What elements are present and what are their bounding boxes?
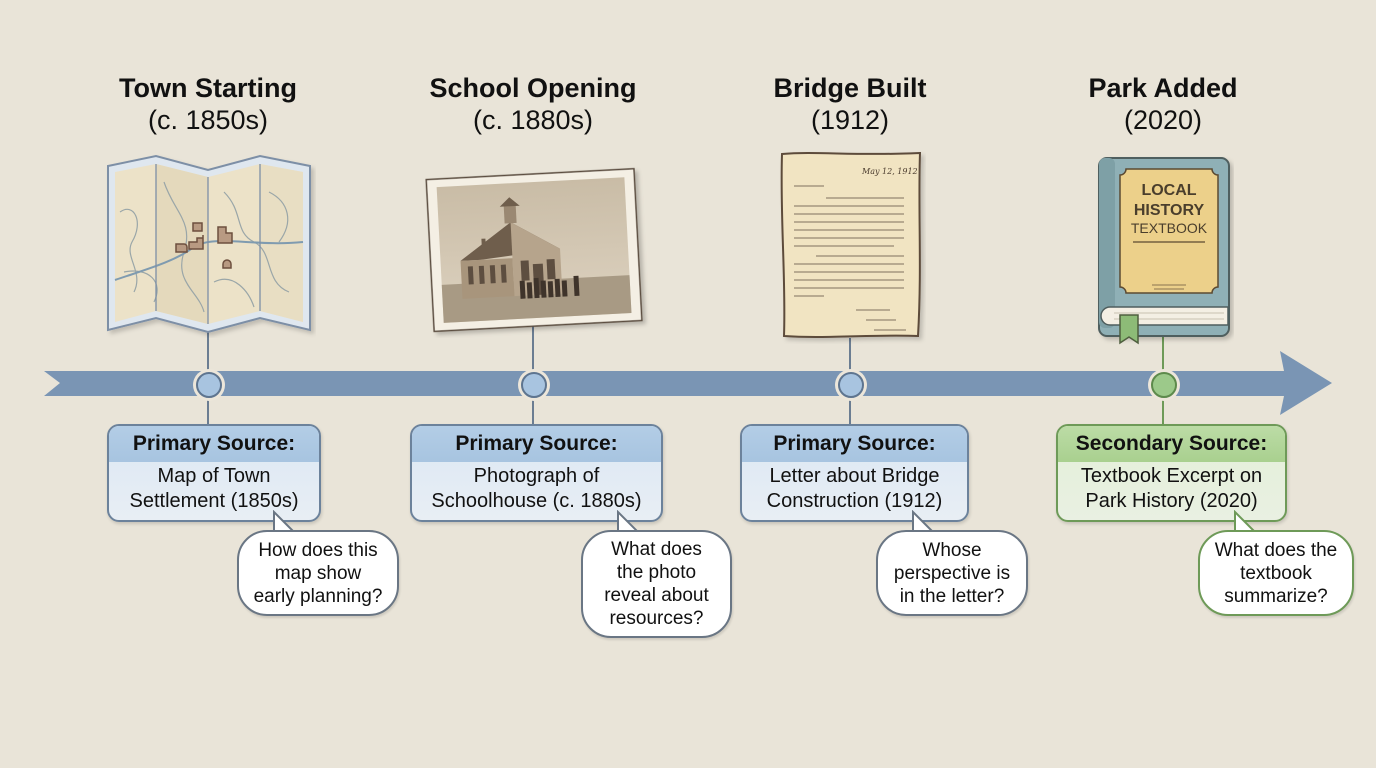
source-type-label: Primary Source: <box>109 426 319 462</box>
question-line: perspective is <box>893 562 1011 584</box>
guiding-question-bubble: What does the photo reveal about resourc… <box>581 530 732 638</box>
textbook-icon: LOCAL HISTORY TEXTBOOK <box>1098 157 1230 345</box>
event-date: (c. 1880s) <box>472 105 594 135</box>
guiding-question-bubble: Whose perspective is in the letter? <box>876 530 1028 616</box>
source-description: Textbook Excerpt on Park History (2020) <box>1058 462 1285 520</box>
source-description-line: Letter about Bridge <box>769 465 940 487</box>
book-title-line: HISTORY <box>1134 202 1205 219</box>
source-type-label: Primary Source: <box>742 426 967 462</box>
guiding-question-bubble: How does this map show early planning? <box>237 530 399 616</box>
question-line: Whose <box>922 539 982 561</box>
source-type-label: Primary Source: <box>412 426 661 462</box>
timeline-node-1912[interactable] <box>838 372 864 398</box>
source-description-line: Photograph of <box>473 465 600 487</box>
event-name: Bridge Built <box>773 73 927 103</box>
source-type-label: Secondary Source: <box>1058 426 1285 462</box>
source-description-line: Schoolhouse (c. 1880s) <box>431 490 642 512</box>
question-line: What does <box>611 539 702 560</box>
source-description-line: Map of Town <box>157 465 271 487</box>
event-date: (1912) <box>810 105 890 135</box>
timeline-node-1880s[interactable] <box>521 372 547 398</box>
event-date: (c. 1850s) <box>147 105 269 135</box>
source-description: Map of Town Settlement (1850s) <box>109 462 319 520</box>
timeline-node-1850s[interactable] <box>196 372 222 398</box>
question-line: in the letter? <box>899 585 1005 607</box>
event-title-park-added: Park Added (2020) <box>1013 72 1313 136</box>
question-line: How does this <box>258 539 378 561</box>
book-title-line: TEXTBOOK <box>1131 220 1208 236</box>
guiding-question-bubble: What does the textbook summarize? <box>1198 530 1354 616</box>
timeline-arrow <box>44 351 1332 415</box>
source-description-line: Settlement (1850s) <box>129 490 299 512</box>
event-name: Town Starting <box>119 73 297 103</box>
question-line: the photo <box>616 562 697 583</box>
source-card-photograph[interactable]: Primary Source: Photograph of Schoolhous… <box>410 424 663 522</box>
event-name: Park Added <box>1088 73 1238 103</box>
question-line: resources? <box>609 608 704 629</box>
folded-map-icon <box>107 154 311 334</box>
event-title-town-starting: Town Starting (c. 1850s) <box>58 72 358 136</box>
source-description: Photograph of Schoolhouse (c. 1880s) <box>412 462 661 520</box>
event-date: (2020) <box>1123 105 1203 135</box>
source-card-letter[interactable]: Primary Source: Letter about Bridge Cons… <box>740 424 969 522</box>
source-card-map[interactable]: Primary Source: Map of Town Settlement (… <box>107 424 321 522</box>
question-line: summarize? <box>1224 585 1328 607</box>
source-description-line: Park History (2020) <box>1085 490 1258 512</box>
event-name: School Opening <box>429 73 637 103</box>
event-title-school-opening: School Opening (c. 1880s) <box>383 72 683 136</box>
question-line: early planning? <box>253 585 383 607</box>
book-title-line: LOCAL <box>1141 182 1196 199</box>
source-description-line: Textbook Excerpt on <box>1080 465 1263 487</box>
source-card-textbook[interactable]: Secondary Source: Textbook Excerpt on Pa… <box>1056 424 1287 522</box>
source-description-line: Construction (1912) <box>766 490 943 512</box>
question-line: What does the <box>1214 539 1338 561</box>
letter-date: May 12, 1912 <box>861 167 918 176</box>
question-line: textbook <box>1240 562 1312 584</box>
question-line: reveal about <box>604 585 709 606</box>
timeline-node-2020[interactable] <box>1151 372 1177 398</box>
source-description: Letter about Bridge Construction (1912) <box>742 462 967 520</box>
event-title-bridge-built: Bridge Built (1912) <box>700 72 1000 136</box>
question-line: map show <box>274 562 362 584</box>
handwritten-letter-icon: May 12, 1912 <box>780 151 922 338</box>
schoolhouse-photograph-icon <box>425 167 643 333</box>
